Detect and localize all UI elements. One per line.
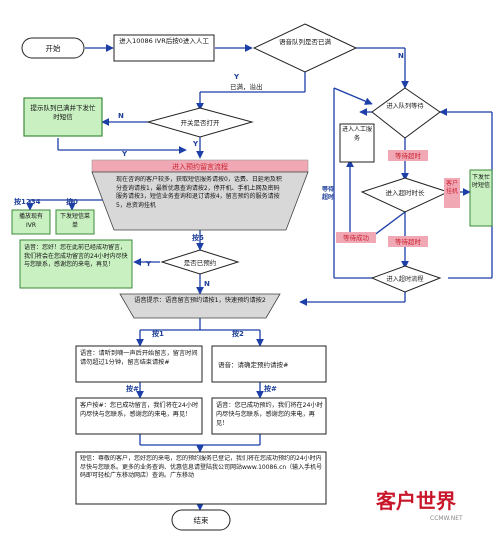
success2-text: 语音：您已成功预约，我们将在24小时内尽快与您联系，感谢您的来电，再见！ [216, 402, 323, 427]
quick-book-text: 语音：请确定预约请按# [218, 360, 288, 369]
label-y-full: Y [233, 73, 240, 81]
already-booked-text: 语音：您好！您在此前已经成功留言，我们将会在您成功留言的24小时内尽快与您联系，… [24, 244, 128, 268]
label-y-booked: Y [145, 260, 152, 268]
enter-ivr-text: 进入10086 IVR后按0进入人工 [119, 37, 209, 45]
queue-wait-decision: 进入队列等待 [371, 87, 441, 139]
booked-check-text: 是否已预约 [184, 258, 217, 267]
line-labels: Y 已满，溢出 N N Y Y Y N 按5 按1234 按0 按1 按2 按#… [14, 52, 404, 393]
booked-check-decision: 是否已预约 [160, 249, 240, 275]
human-service-text: 进入人工服务 [342, 126, 372, 142]
timeout-long-text: 进入超时流程 [386, 275, 423, 283]
timeout-check-decision: 进入超时时长 [360, 177, 450, 213]
timeout-long-decision: 进入超时流程 [370, 265, 442, 293]
voice-msg-box: 语音：请听到嘀一声后开始留言，留言时间请勿超过1分钟，留言结束请按# [75, 345, 203, 383]
end-node: 结束 [171, 509, 231, 531]
timeout-check-text: 进入超时时长 [386, 188, 426, 197]
ivr-prompt-text: 现在咨询的客户较多，获取短信服务请按0，话费、日延地及积分查询请按1，最新优惠查… [116, 176, 282, 209]
quick-book-box: 语音：请确定预约请按# [211, 345, 327, 383]
send-menu-text: 下发短信菜单 [59, 213, 90, 229]
queue-full-text: 语音队列是否已满 [279, 38, 331, 46]
ivr-prompt-box: 现在咨询的客户较多，获取短信服务请按0，话费、日延地及积分查询请按1，最新优惠查… [91, 171, 309, 231]
busy-sms-text: 下发忙时短信 [472, 174, 490, 189]
watermark-logo: 客户世界 CCMW.NET [375, 489, 463, 522]
label-full-overflow: 已满，溢出 [230, 82, 263, 91]
success1-box: 客户按#：您已成功留言，我们将在24小时内尽快与您联系，感谢您的来电，再见！ [75, 397, 203, 435]
success2-box: 语音：您已成功预约，我们将在24小时内尽快与您联系，感谢您的来电，再见！ [211, 397, 327, 435]
label-key-1234: 按1234 [14, 197, 41, 206]
send-menu-box: 下发短信菜单 [55, 209, 95, 235]
wait-success-tag: 等待成功 [336, 232, 376, 243]
line-wait-success [372, 211, 406, 237]
enter-ivr-box: 进入10086 IVR后按0进入人工 [113, 34, 215, 62]
hangup-text: 客户挂机 [445, 180, 458, 195]
prompt-full-text: 提示队列已满并下发忙时短信 [30, 104, 96, 121]
label-k1: 按1 [152, 329, 164, 338]
label-n-booked: N [204, 280, 210, 288]
choose-booking-text: 语音提示：语音留言预约请按1，快速预约请按2 [134, 297, 266, 304]
label-y-prompt: Y [121, 150, 128, 158]
label-n-queue: N [398, 52, 404, 60]
label-hash2: 按# [264, 384, 277, 393]
label-press-5: 按5 [192, 233, 204, 242]
voice-msg-text: 语音：请听到嘀一声后开始留言，留言时间请勿超过1分钟，留言结束请按# [80, 350, 198, 366]
choose-booking-box: 语音提示：语音留言预约请按1，快速预约请按2 [119, 293, 281, 319]
final-sms-box: 短信：尊敬的客户，您好您的来电，您的预约服务已登记，我们将在您成功预约的24小时… [75, 451, 327, 505]
wait-timeout-text: 等待超时 [395, 151, 422, 160]
hangup-tag: 客户挂机 [444, 178, 460, 208]
wait-timeout-side-tag: 等待超时 [321, 186, 334, 201]
switch-decision: 开关是否打开 [146, 107, 254, 138]
success1-text: 客户按#：您已成功留言，我们将在24小时内尽快与您联系，感谢您的来电，再见！ [80, 402, 199, 418]
already-booked-box: 语音：您好！您在此前已经成功留言，我们将会在您成功留言的24小时内尽快与您联系，… [19, 239, 133, 289]
enter-booking-banner: 进入预约留言流程 [91, 159, 309, 173]
label-key-0: 按0 [66, 197, 78, 206]
human-service-box: 进入人工服务 [339, 123, 375, 163]
label-k2: 按2 [232, 329, 244, 338]
wait-timeout-side-text: 等待超时 [321, 186, 334, 201]
queue-full-decision: 语音队列是否已满 [252, 23, 358, 73]
wait-timeout-2-tag: 等待超时 [388, 236, 428, 247]
final-sms-text: 短信：尊敬的客户，您好您的来电，您的预约服务已登记，我们将在您成功预约的24小时… [80, 455, 323, 479]
play-ivr-text: 播放现有IVR [18, 213, 43, 229]
enter-booking-text: 进入预约留言流程 [172, 162, 228, 171]
wait-success-text: 等待成功 [343, 233, 370, 242]
queue-wait-text: 进入队列等待 [386, 103, 424, 110]
prompt-full-box: 提示队列已满并下发忙时短信 [23, 97, 103, 137]
start-label: 开始 [46, 43, 61, 53]
arrow-left-to-queue [333, 87, 373, 105]
label-hash1: 按# [126, 384, 139, 393]
busy-sms-box: 下发忙时短信 [469, 169, 493, 227]
label-n-switch: N [118, 112, 124, 120]
watermark-main: 客户世界 [375, 489, 456, 513]
watermark-sub: CCMW.NET [430, 515, 463, 522]
switch-text: 开关是否打开 [181, 118, 221, 127]
wait-timeout-2-text: 等待超时 [395, 237, 422, 246]
start-node: 开始 [21, 37, 85, 59]
play-ivr-box: 播放现有IVR [11, 209, 51, 235]
label-y-switch: Y [192, 140, 199, 148]
wait-timeout-tag: 等待超时 [388, 150, 428, 161]
end-label: 结束 [194, 515, 209, 525]
